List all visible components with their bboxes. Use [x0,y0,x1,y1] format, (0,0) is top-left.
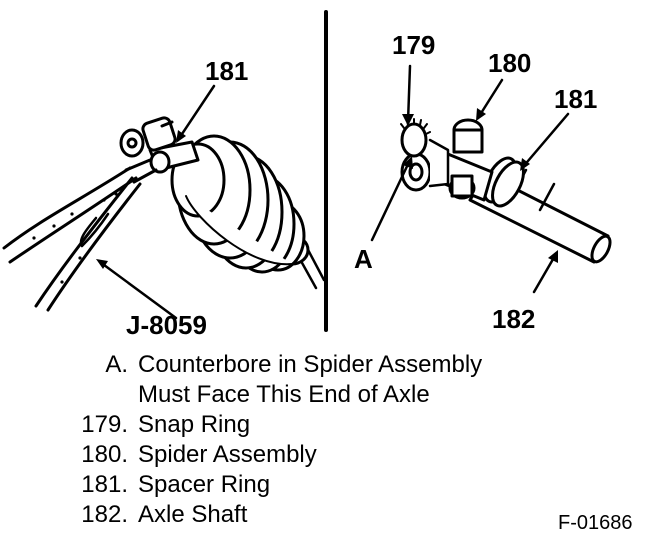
legend-key: 180. [81,441,128,468]
legend-key: 179. [81,411,128,438]
callout-j8059: J-8059 [126,310,207,340]
leader-182 [532,252,558,294]
legend-row-180: 180. Spider Assembly [0,440,600,470]
figure-number: F-01686 [558,512,633,534]
legend-row-182: 182. Axle Shaft [0,500,600,530]
callout-180: 180 [488,48,532,78]
cv-boot [170,134,310,274]
legend-text: Counterbore in Spider Assembly [138,351,483,378]
exploded-view-illustration [2,10,612,332]
legend-row-a-cont: Must Face This End of Axle [0,380,600,410]
legend-key [0,380,138,410]
leader-right-181 [520,112,570,170]
legend-text: Snap Ring [138,411,251,438]
legend-row-181: 181. Spacer Ring [0,470,600,500]
leader-j8059 [98,260,178,320]
spider-assembly-left [119,116,200,174]
snap-ring [400,118,431,158]
legend-key: 181. [81,471,128,498]
callout-a: A [354,244,373,274]
snap-ring-pliers [2,158,158,312]
legend-text: Spacer Ring [138,471,271,498]
legend-row-179: 179. Snap Ring [0,410,600,440]
legend-text: Axle Shaft [138,501,248,528]
spacer-ring [483,156,525,208]
legend-text: Must Face This End of Axle [138,381,430,408]
legend-key: 182. [81,501,128,528]
left-panel [2,84,326,320]
callout-179: 179 [392,30,436,60]
spider-assembly-right [400,118,494,202]
legend-text: Spider Assembly [138,441,317,468]
leader-a [370,158,412,242]
legend: A. Counterbore in Spider Assembly Must F… [0,350,600,530]
callout-left-181: 181 [205,56,249,86]
right-panel [370,64,612,294]
callout-right-181: 181 [554,84,598,114]
callout-182: 182 [492,304,536,334]
legend-key: A. [105,351,128,378]
leader-179 [406,64,412,124]
legend-row-a: A. Counterbore in Spider Assembly [0,350,600,380]
leader-left-181 [176,84,216,142]
